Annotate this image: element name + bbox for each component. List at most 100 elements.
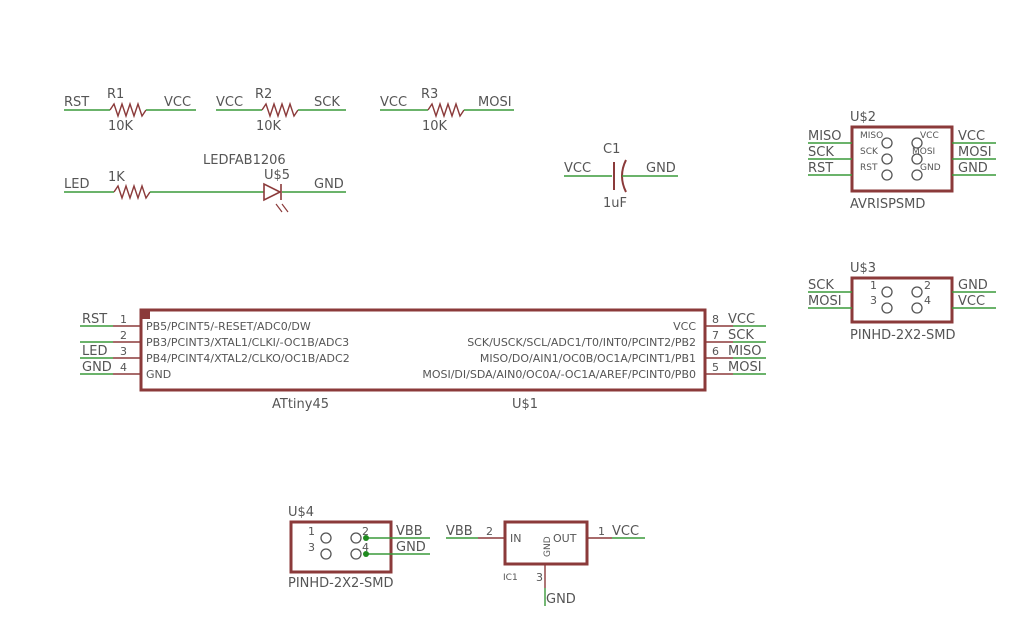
pin-number: 3 — [870, 294, 877, 307]
pin-number: 3 — [308, 541, 315, 554]
net-label: MISO — [808, 129, 842, 144]
pin-number: 1 — [598, 525, 605, 538]
pin-number: 3 — [536, 571, 543, 584]
pin-pad — [911, 153, 923, 165]
pin-number: 2 — [362, 525, 369, 538]
net-label: GND — [546, 592, 576, 607]
resistor-r3[interactable]: VCC R3 10K MOSI — [380, 87, 514, 134]
pin-label: GND — [146, 368, 171, 381]
pin1-marker — [142, 311, 150, 319]
resistor-zigzag — [113, 183, 151, 201]
pin-pad — [911, 137, 923, 149]
junction-dot — [363, 535, 369, 541]
net-label: SCK — [808, 278, 834, 293]
pin-label: MISO — [860, 131, 883, 141]
component-body — [289, 520, 393, 574]
ref-label: R1 — [107, 87, 124, 102]
pin-number: 1 — [120, 313, 127, 326]
pin-pad — [911, 286, 923, 298]
pin-number: 4 — [362, 541, 369, 554]
pin-label: PB4/PCINT4/XTAL2/CLKO/OC1B/ADC2 — [146, 352, 350, 365]
regulator-ic1[interactable]: IN OUT GND 2 1 3 VBB VCC GND IC1 — [446, 520, 645, 607]
connector-u4[interactable]: 1 2 3 4 VBB GND U$4 PINHD-2X2-SMD — [288, 505, 430, 591]
net-label: VBB — [396, 524, 423, 539]
ref-label: U$3 — [850, 261, 876, 276]
value-label: 10K — [422, 119, 448, 134]
pin-label: MOSI — [912, 147, 935, 157]
pin-number: 7 — [712, 329, 719, 342]
net-label: MOSI — [808, 294, 842, 309]
pin-pad — [881, 302, 893, 314]
pin-label: PB3/PCINT3/XTAL1/CLKI/-OC1B/ADC3 — [146, 336, 349, 349]
net-label: MISO — [728, 344, 762, 359]
net-label: VCC — [958, 129, 985, 144]
part-name: PINHD-2X2-SMD — [288, 576, 394, 591]
net-label: GND — [314, 177, 344, 192]
net-label: VCC — [728, 312, 755, 327]
net-label: GND — [646, 161, 676, 176]
pin-label: MISO/DO/AIN1/OC0B/OC1A/PCINT1/PB1 — [480, 352, 696, 365]
pin-number: 4 — [120, 361, 127, 374]
junction-dot — [363, 551, 369, 557]
pin-pad — [881, 137, 893, 149]
net-label: MOSI — [478, 95, 512, 110]
value-label: 10K — [108, 119, 134, 134]
net-label: RST — [808, 161, 833, 176]
pin-label: VCC — [673, 320, 696, 333]
ref-label: C1 — [603, 142, 620, 157]
net-label: SCK — [728, 328, 754, 343]
ref-label: R2 — [255, 87, 272, 102]
pin-label: GND — [920, 163, 941, 173]
pin-pad — [320, 532, 332, 544]
pin-label: SCK — [860, 147, 879, 157]
ref-label: U$2 — [850, 110, 876, 125]
pin-pad — [881, 286, 893, 298]
pin-number: 1 — [870, 279, 877, 292]
net-label: VCC — [564, 161, 591, 176]
led-circuit[interactable]: LED 1K LEDFAB1206 U$5 GND — [64, 153, 346, 213]
value-label: 1K — [108, 170, 125, 185]
part-name: PINHD-2X2-SMD — [850, 328, 956, 343]
net-label: LED — [64, 177, 89, 192]
connector-u3[interactable]: 1 2 3 4 SCK MOSI GND VCC U$3 PINHD-2X2-S… — [808, 261, 996, 343]
pin-label: RST — [860, 163, 878, 173]
ref-label: U$5 — [264, 168, 290, 183]
component-body — [850, 276, 954, 324]
pin-number: 4 — [924, 294, 931, 307]
value-label: 1uF — [603, 196, 627, 211]
pin-pad — [911, 169, 923, 181]
ic-attiny45[interactable]: 1 2 3 4 PB5/PCINT5/-RESET/ADC0/DW PB3/PC… — [80, 308, 766, 412]
pin-label: VCC — [920, 131, 939, 141]
net-label: MOSI — [958, 145, 992, 160]
component-body — [503, 520, 589, 566]
pin-number: 2 — [924, 279, 931, 292]
net-label: VCC — [380, 95, 407, 110]
net-label: GND — [958, 278, 988, 293]
resistor-zigzag — [427, 101, 465, 119]
pin-number: 1 — [308, 525, 315, 538]
net-label: GND — [958, 161, 988, 176]
net-label: VBB — [446, 524, 473, 539]
pin-label: GND — [543, 536, 553, 557]
pin-number: 8 — [712, 313, 719, 326]
ref-label: IC1 — [503, 573, 518, 583]
resistor-r2[interactable]: VCC R2 10K SCK — [216, 87, 346, 134]
led-emission-arrow — [281, 203, 289, 213]
net-label: GND — [82, 360, 112, 375]
pin-label: MOSI/DI/SDA/AIN0/OC0A/-OC1A/AREF/PCINT0/… — [422, 368, 696, 381]
net-label: MOSI — [728, 360, 762, 375]
resistor-r1[interactable]: RST R1 10K VCC — [64, 87, 196, 134]
ref-label: R3 — [421, 87, 438, 102]
capacitor-c1[interactable]: VCC C1 1uF GND — [564, 142, 678, 211]
component-body — [139, 308, 707, 392]
pin-pad — [350, 548, 362, 560]
pin-label: IN — [510, 532, 521, 545]
net-label: RST — [64, 95, 89, 110]
net-label: LED — [82, 344, 107, 359]
pin-pad — [911, 302, 923, 314]
pin-number: 2 — [486, 525, 493, 538]
net-label: VCC — [216, 95, 243, 110]
connector-avrisp[interactable]: MISO SCK RST VCC MOSI GND MISO SCK RST V… — [808, 110, 996, 212]
net-label: SCK — [314, 95, 340, 110]
